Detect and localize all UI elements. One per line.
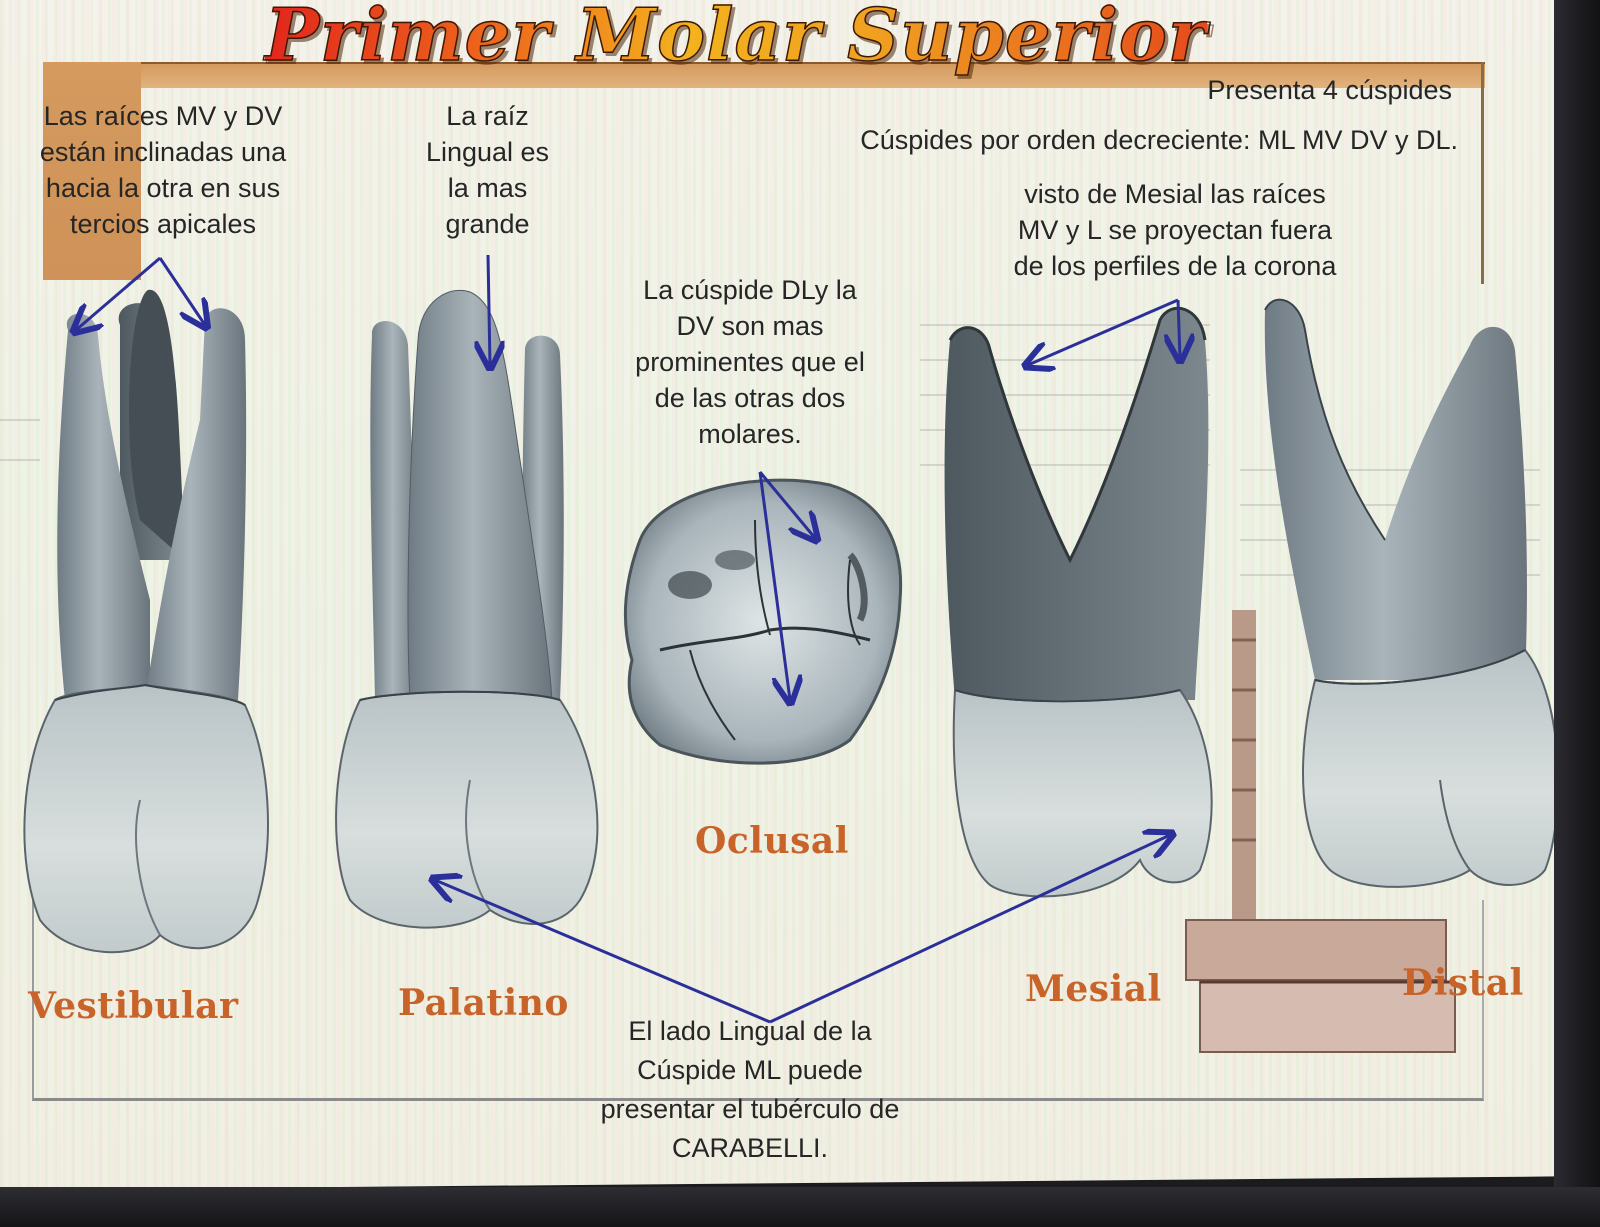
label-distal: Distal [1402,962,1524,1004]
note-dl-dv-cusps: La cúspide DLy la DV son mas prominentes… [605,272,895,452]
note-line: La cúspide DLy la [643,275,857,305]
note-line: Cúspides por orden decreciente: ML MV DV… [860,125,1458,155]
note-line: Las raíces MV y DV [43,101,283,131]
note-line: hacia la otra en sus [45,173,281,203]
frame-bottom-box [32,900,1484,1101]
note-line: visto de Mesial las raíces [1024,179,1326,209]
note-line: de las otras dos [654,383,846,413]
frame-right-rule [1481,62,1484,284]
note-lingual-root: La raíz Lingual es la mas grande [400,98,575,242]
label-palatino: Palatino [398,982,569,1024]
monitor-bezel-bottom [0,1187,1600,1227]
note-cusp-order: Cúspides por orden decreciente: ML MV DV… [700,122,1458,158]
orange-frame-top [45,62,1485,88]
note-carabelli: El lado Lingual de la Cúspide ML puede p… [570,1012,930,1168]
label-oclusal: Oclusal [695,820,849,862]
note-line: Cúspide ML puede [637,1055,863,1085]
note-cusp-count: Presenta 4 cúspides [1100,72,1452,108]
note-line: tercios apicales [69,209,257,239]
note-line: presentar el tubérculo de [600,1094,900,1124]
label-mesial: Mesial [1025,968,1162,1010]
note-roots-mv-dv: Las raíces MV y DV están inclinadas una … [18,98,308,242]
note-line: DV son mas [676,311,824,341]
note-line: molares. [698,419,802,449]
note-mesial-view: visto de Mesial las raíces MV y L se pro… [975,176,1375,284]
slide-title: Primer Molar Superior [264,0,1207,78]
note-line: grande [445,209,530,239]
annotation-arrows [76,254,1180,1024]
note-line: Lingual es [425,137,550,167]
note-line: La raíz [446,101,529,131]
note-line: la mas [447,173,528,203]
orange-frame-left-block [43,62,141,280]
tooth-vestibular-view [23,289,269,954]
book-stack-image [1185,610,1456,1053]
tooth-distal-view [1264,298,1560,888]
label-vestibular: Vestibular [28,985,239,1027]
note-line: de los perfiles de la corona [1013,251,1337,281]
tooth-palatino-view [335,289,599,929]
note-line: MV y L se proyectan fuera [1017,215,1333,245]
note-line: El lado Lingual de la [628,1016,872,1046]
note-line: prominentes que el [635,347,865,377]
note-line: están inclinadas una [39,137,287,167]
note-line: CARABELLI. [671,1133,829,1163]
note-line: Presenta 4 cúspides [1207,75,1452,105]
tooth-oclusal-view [623,478,903,765]
monitor-bezel-right [1554,0,1600,1227]
tooth-mesial-view [944,306,1213,898]
